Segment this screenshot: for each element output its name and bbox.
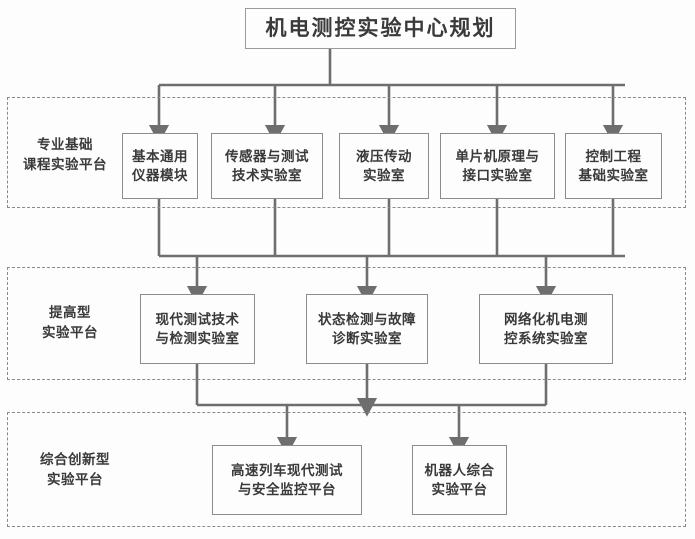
node-label-line-2: 实验室 [363, 168, 405, 183]
node-label-line-1: 现代测试技术 [155, 311, 240, 327]
node-advanced-condition-monitoring-and-fault-diagnosis-lab[interactable]: 状态检测与故障 诊断实验室 [306, 294, 428, 364]
tier-label-advanced: 提高型 实验平台 [15, 298, 125, 348]
tier-label-advanced-line-1: 提高型 [49, 305, 91, 321]
tier-group-innovative [7, 412, 686, 527]
node-advanced-modern-testing-and-inspection-lab[interactable]: 现代测试技术 与检测实验室 [140, 294, 255, 364]
node-label-line-2: 实验平台 [431, 482, 488, 497]
root-title-box[interactable]: 机电测控实验中心规划 [245, 8, 516, 49]
tier-label-basic-line-1: 专业基础 [37, 137, 93, 153]
node-label-line-2: 接口实验室 [462, 168, 533, 183]
node-innovative-robotics-comprehensive-platform[interactable]: 机器人综合 实验平台 [412, 445, 507, 515]
node-label-line-2: 与安全监控平台 [238, 482, 336, 497]
node-label-line-1: 状态检测与故障 [318, 311, 416, 327]
node-label-line-1: 高速列车现代测试 [231, 462, 343, 478]
tier-label-innovative-line-2: 实验平台 [47, 472, 103, 487]
node-basic-sensor-and-measurement-lab[interactable]: 传感器与测试 技术实验室 [211, 133, 323, 199]
tier-group-advanced [7, 267, 686, 380]
node-label-line-1: 控制工程 [585, 148, 642, 164]
tier-group-basic [7, 97, 686, 208]
node-label-line-1: 传感器与测试 [225, 148, 309, 164]
node-label-line-1: 液压传动 [356, 148, 412, 164]
root-title-label: 机电测控实验中心规划 [265, 16, 496, 40]
node-label-line-2: 技术实验室 [232, 168, 302, 183]
tier-label-basic-line-2: 课程实验平台 [23, 157, 107, 172]
node-label-line-2: 与检测实验室 [155, 331, 240, 346]
node-label-line-1: 单片机原理与 [455, 148, 540, 164]
node-basic-hydraulic-transmission-lab[interactable]: 液压传动 实验室 [339, 133, 429, 199]
tier-label-advanced-line-2: 实验平台 [42, 325, 98, 340]
node-label-line-1: 基本通用 [132, 148, 188, 164]
node-basic-general-instrument-module[interactable]: 基本通用 仪器模块 [122, 133, 198, 199]
node-basic-control-engineering-lab[interactable]: 控制工程 基础实验室 [565, 133, 662, 199]
node-advanced-networked-mechatronic-control-system-lab[interactable]: 网络化机电测 控系统实验室 [479, 294, 613, 364]
node-innovative-high-speed-train-testing-and-safety-monitoring-platform[interactable]: 高速列车现代测试 与安全监控平台 [212, 445, 362, 515]
node-label-line-2: 基础实验室 [578, 168, 649, 183]
node-basic-mcu-principle-and-interface-lab[interactable]: 单片机原理与 接口实验室 [440, 133, 555, 199]
node-label-line-2: 仪器模块 [132, 168, 188, 183]
node-label-line-2: 诊断实验室 [332, 331, 402, 346]
node-label-line-2: 控系统实验室 [504, 331, 588, 346]
node-label-line-1: 机器人综合 [424, 462, 495, 478]
tier-label-innovative-line-1: 综合创新型 [40, 452, 110, 468]
node-label-line-1: 网络化机电测 [504, 311, 588, 327]
tier-label-innovative: 综合创新型 实验平台 [15, 445, 135, 495]
tier-label-basic: 专业基础 课程实验平台 [15, 130, 115, 180]
